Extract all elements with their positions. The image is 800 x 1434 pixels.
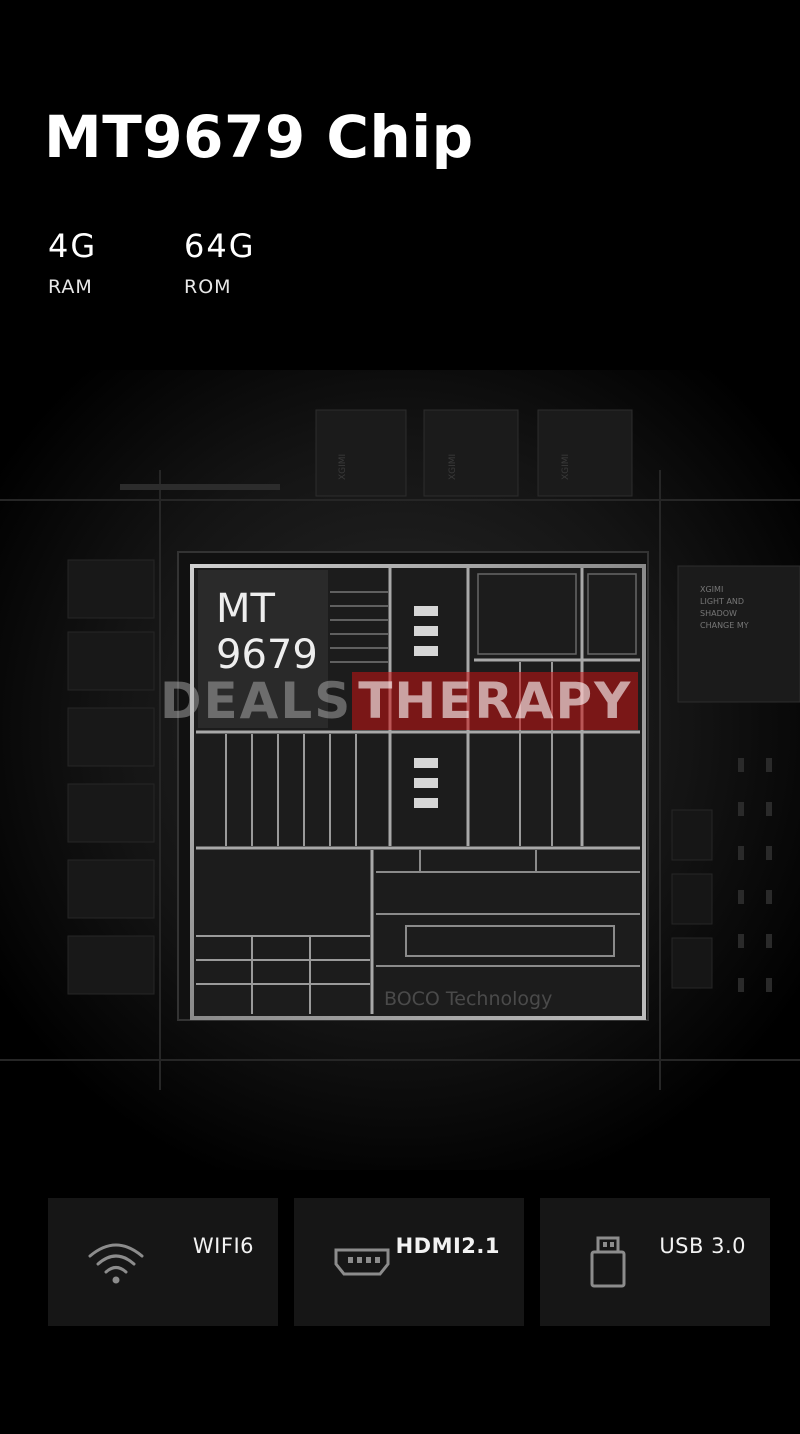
feature-cards: WIFI6 HDMI2.1 USB 3.0 — [48, 1198, 771, 1326]
side-chip-text: XGIMI LIGHT AND SHADOW CHANGE MY — [700, 584, 749, 632]
spec-rom: 64G ROM — [184, 230, 256, 298]
watermark-part2: THERAPY — [352, 672, 639, 730]
spec-ram: 4G RAM — [48, 230, 97, 298]
side-chip-text-2: LIGHT AND — [700, 597, 745, 606]
watermark-part1: DEALS — [160, 672, 353, 730]
feature-label-wifi: WIFI6 — [192, 1234, 254, 1258]
usb-drive-icon — [590, 1236, 626, 1288]
chip-board-illustration: XGIMI XGIMI XGIMI — [0, 370, 800, 1170]
spec-rom-value: 64G — [184, 227, 256, 265]
feature-label-hdmi: HDMI2.1 — [395, 1234, 500, 1258]
chip-model-line1: MT — [216, 586, 275, 632]
svg-text:XGIMI: XGIMI — [448, 454, 458, 480]
feature-card-usb: USB 3.0 — [540, 1198, 770, 1326]
chip-model-line2: 9679 — [216, 632, 318, 678]
memory-chip-text: XGIMI — [338, 454, 348, 480]
side-chip-text-1: XGIMI — [700, 585, 724, 594]
svg-text:XGIMI: XGIMI — [561, 454, 571, 480]
wifi-icon — [88, 1243, 144, 1284]
feature-card-hdmi: HDMI2.1 — [294, 1198, 524, 1326]
feature-label-usb: USB 3.0 — [659, 1234, 746, 1258]
spec-ram-value: 4G — [48, 227, 98, 265]
chip-model-label: MT 9679 — [216, 586, 318, 678]
spec-rom-label: ROM — [184, 276, 232, 298]
feature-card-wifi: WIFI6 — [48, 1198, 278, 1326]
page-title: MT9679 Chip — [44, 103, 474, 171]
hdmi-port-icon — [334, 1248, 390, 1276]
side-chip-text-4: CHANGE MY — [700, 621, 749, 630]
spec-ram-label: RAM — [48, 276, 93, 298]
chip-footer-text: BOCO Technology — [384, 988, 553, 1010]
side-chip-text-3: SHADOW — [700, 609, 737, 618]
